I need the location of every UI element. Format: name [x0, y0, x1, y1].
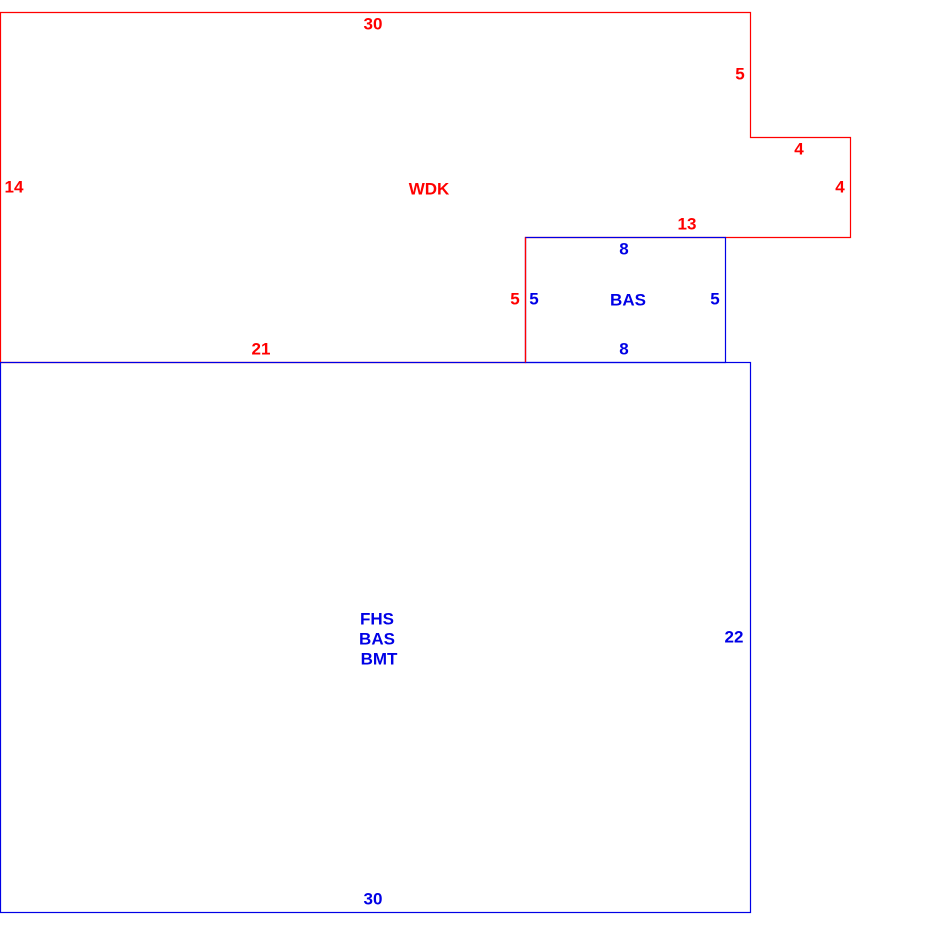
wdk-dim-right-upper: 5: [735, 65, 744, 84]
wdk-dim-inner-left: 5: [510, 290, 519, 309]
wdk-dim-step-top: 4: [794, 140, 804, 159]
main-dim-right: 22: [725, 628, 744, 647]
bas-small-dim-bottom: 8: [619, 340, 628, 359]
main-dim-bottom: 30: [364, 890, 383, 909]
wdk-dim-inner-bottom: 13: [678, 215, 697, 234]
bas-small-dim-right: 5: [710, 290, 719, 309]
main-label-bas: BAS: [359, 630, 395, 649]
wdk-dim-bottom: 21: [252, 340, 271, 359]
wdk-label: WDK: [409, 180, 450, 199]
bas-small-dim-left: 5: [529, 290, 538, 309]
wdk-dim-step-right: 4: [835, 178, 845, 197]
wdk-dim-top: 30: [364, 15, 383, 34]
wdk-dim-left: 14: [5, 178, 24, 197]
bas-small-dim-top: 8: [619, 240, 628, 259]
bas-small-label: BAS: [610, 291, 646, 310]
main-outline: [0, 361, 752, 914]
main-label-bmt: BMT: [361, 650, 398, 669]
main-label-fhs: FHS: [360, 610, 394, 629]
